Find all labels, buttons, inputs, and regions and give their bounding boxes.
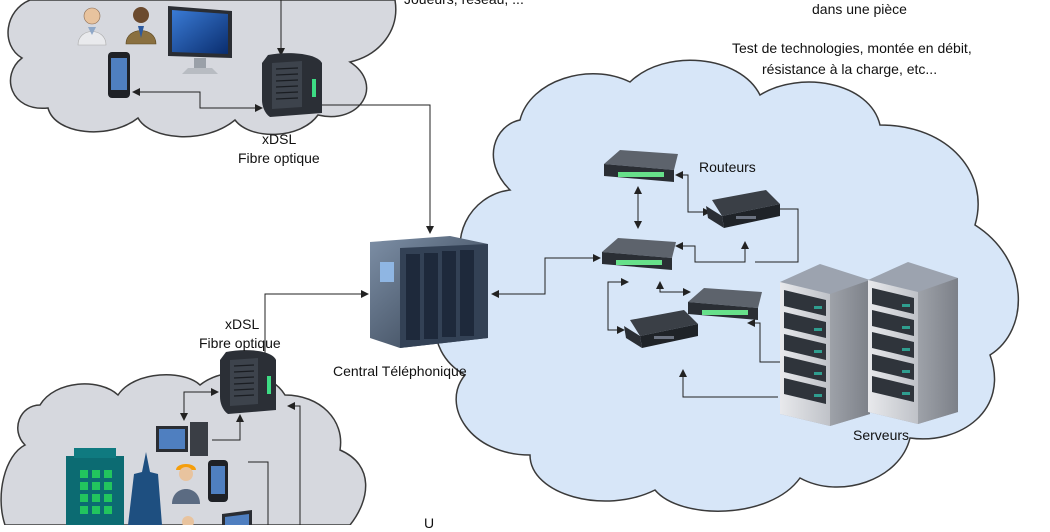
server-rack-icon [780, 264, 870, 426]
fibre-top-label: Fibre optique [238, 150, 320, 166]
serveurs-label: Serveurs [853, 427, 910, 443]
test-description-line1: Test de technologies, montée en débit, [732, 40, 972, 56]
phone-icon [108, 52, 130, 98]
switch-icon [604, 150, 678, 182]
user-icon [182, 516, 194, 525]
central-label: Central Téléphonique [333, 363, 467, 379]
xdsl-bottom-label: xDSL [225, 316, 260, 332]
bottom-cut-label: U [424, 515, 435, 531]
test-description-line2: résistance à la charge, etc... [762, 61, 938, 77]
room-note-label: dans une pièce [812, 1, 907, 17]
manager-icon [125, 7, 157, 45]
user-icon [77, 7, 107, 46]
switch-icon [602, 238, 676, 270]
modem-icon [262, 53, 322, 117]
desktop-icon [156, 422, 208, 456]
monitor-icon [168, 6, 232, 74]
router-icon [624, 310, 698, 348]
router-icon [706, 190, 780, 228]
switch-icon [688, 288, 762, 320]
xdsl-top-label: xDSL [262, 131, 297, 147]
building-icon [66, 448, 124, 525]
connectors [132, 0, 799, 525]
phone-icon [208, 460, 228, 502]
fibre-bottom-label: Fibre optique [199, 335, 281, 351]
worker-icon [172, 464, 200, 504]
desktop-icon [222, 510, 252, 525]
tower-icon [128, 452, 162, 525]
mainframe-icon [370, 236, 488, 348]
top-cut-label: Joueurs, réseau, ... [404, 0, 524, 8]
modem-icon [220, 350, 276, 414]
routeurs-label: Routeurs [699, 159, 756, 175]
server-rack-icon [868, 262, 958, 424]
